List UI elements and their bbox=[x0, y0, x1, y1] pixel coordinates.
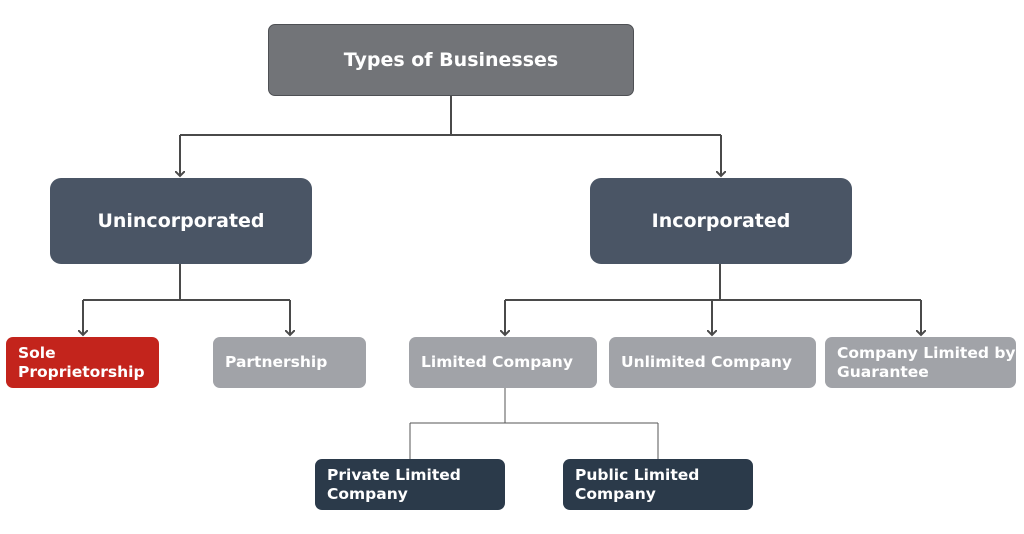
unincorporated-node: Unincorporated bbox=[50, 178, 312, 264]
private-limited-company-label: Private Limited Company bbox=[327, 465, 461, 503]
unincorporated-label: Unincorporated bbox=[97, 209, 265, 232]
partnership-node: Partnership bbox=[213, 337, 366, 388]
root-node: Types of Businesses bbox=[268, 24, 634, 96]
partnership-label: Partnership bbox=[225, 353, 328, 372]
connector-incorporated bbox=[505, 264, 921, 301]
incorporated-node: Incorporated bbox=[590, 178, 852, 264]
limited-company-node: Limited Company bbox=[409, 337, 597, 388]
root-label: Types of Businesses bbox=[343, 48, 559, 71]
connector-unincorporated bbox=[83, 264, 290, 301]
incorporated-label: Incorporated bbox=[651, 209, 791, 232]
unlimited-company-node: Unlimited Company bbox=[609, 337, 816, 388]
public-limited-company-label: Public Limited Company bbox=[575, 465, 700, 503]
sole-proprietorship-node: Sole Proprietorship bbox=[6, 337, 159, 388]
limited-company-label: Limited Company bbox=[421, 353, 573, 372]
public-limited-company-node: Public Limited Company bbox=[563, 459, 753, 510]
company-limited-by-guarantee-node: Company Limited by Guarantee bbox=[825, 337, 1016, 388]
connector-limited bbox=[409, 388, 659, 459]
unlimited-company-label: Unlimited Company bbox=[621, 353, 792, 372]
company-limited-by-guarantee-label: Company Limited by Guarantee bbox=[837, 343, 1016, 381]
connector-root bbox=[180, 96, 721, 136]
sole-proprietorship-label: Sole Proprietorship bbox=[18, 343, 145, 381]
private-limited-company-node: Private Limited Company bbox=[315, 459, 505, 510]
